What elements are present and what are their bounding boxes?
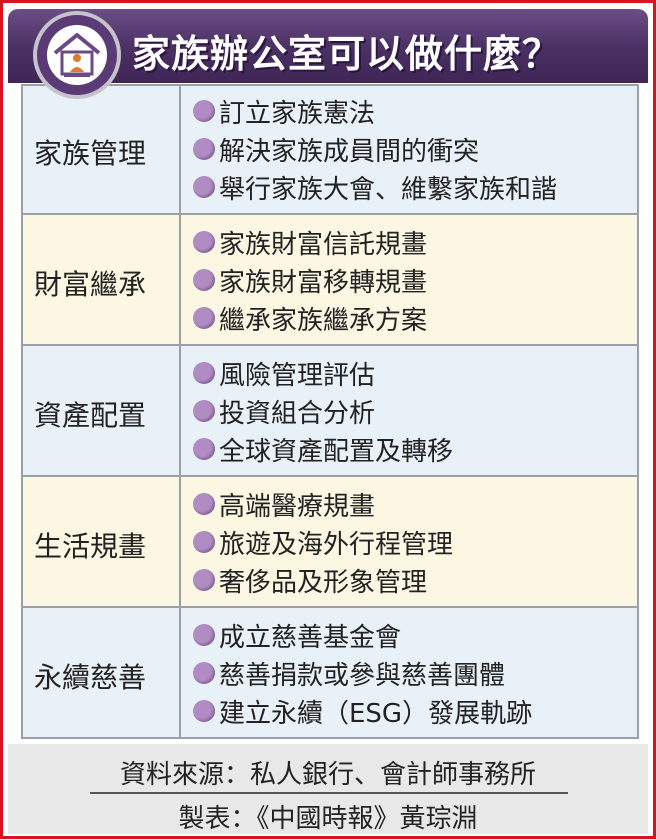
item-text: 家族財富移轉規畫 — [219, 267, 428, 298]
item-text: 繼承家族繼承方案 — [219, 305, 428, 336]
bullet-icon — [193, 176, 215, 198]
bullet-icon — [193, 307, 215, 329]
list-item: 家族財富移轉規畫 — [193, 261, 633, 299]
list-item: 建立永續（ESG）發展軌跡 — [193, 692, 633, 730]
category-cell: 生活規畫 — [21, 477, 181, 606]
bullet-icon — [193, 624, 215, 646]
list-item: 奢侈品及形象管理 — [193, 561, 633, 599]
list-item: 高端醫療規畫 — [193, 485, 633, 523]
bullet-icon — [193, 662, 215, 684]
bullet-icon — [193, 569, 215, 591]
item-list: 風險管理評估 投資組合分析 全球資產配置及轉移 — [193, 354, 633, 468]
category-label: 資產配置 — [34, 399, 147, 432]
bullet-icon — [193, 700, 215, 722]
category-label: 家族管理 — [34, 137, 147, 170]
list-item: 風險管理評估 — [193, 354, 633, 392]
item-text: 奢侈品及形象管理 — [219, 567, 428, 598]
footer-divider — [90, 792, 568, 794]
category-cell: 資產配置 — [21, 346, 181, 475]
category-label: 財富繼承 — [34, 268, 147, 301]
item-text: 慈善捐款或參與慈善團體 — [219, 660, 506, 691]
item-text: 全球資產配置及轉移 — [219, 436, 454, 467]
bullet-icon — [193, 400, 215, 422]
list-item: 全球資產配置及轉移 — [193, 430, 633, 468]
bullet-icon — [193, 269, 215, 291]
source-note: 資料來源：私人銀行、會計師事務所 — [119, 760, 536, 790]
item-text: 投資組合分析 — [219, 398, 376, 429]
category-label: 生活規畫 — [34, 530, 147, 563]
table-row: 家族管理 訂立家族憲法 解決家族成員間的衝突 舉行家族大會、維繫家族和諧 — [21, 84, 639, 215]
table-row: 資產配置 風險管理評估 投資組合分析 全球資產配置及轉移 — [21, 346, 639, 477]
item-list: 成立慈善基金會 慈善捐款或參與慈善團體 建立永續（ESG）發展軌跡 — [193, 616, 633, 730]
bullet-icon — [193, 100, 215, 122]
house-glyph — [53, 33, 101, 77]
item-text: 家族財富信託規畫 — [219, 229, 428, 260]
item-list: 訂立家族憲法 解決家族成員間的衝突 舉行家族大會、維繫家族和諧 — [193, 92, 633, 206]
item-text: 舉行家族大會、維繫家族和諧 — [219, 174, 558, 205]
item-list: 家族財富信託規畫 家族財富移轉規畫 繼承家族繼承方案 — [193, 223, 633, 337]
category-label: 永續慈善 — [34, 661, 147, 694]
footer: 資料來源：私人銀行、會計師事務所 製表：《中國時報》黃琮淵 — [8, 744, 648, 834]
bullet-icon — [193, 531, 215, 553]
category-cell: 財富繼承 — [21, 215, 181, 344]
table-row: 永續慈善 成立慈善基金會 慈善捐款或參與慈善團體 建立永續（ESG）發展軌跡 — [21, 608, 639, 739]
list-item: 慈善捐款或參與慈善團體 — [193, 654, 633, 692]
list-item: 成立慈善基金會 — [193, 616, 633, 654]
page-title: 家族辦公室可以做什麼？ — [132, 32, 562, 76]
item-text: 建立永續（ESG）發展軌跡 — [219, 698, 533, 729]
house-person-icon — [33, 11, 121, 99]
list-item: 解決家族成員間的衝突 — [193, 130, 633, 168]
list-item: 繼承家族繼承方案 — [193, 299, 633, 337]
item-text: 高端醫療規畫 — [219, 491, 376, 522]
item-text: 訂立家族憲法 — [219, 98, 376, 129]
bullet-icon — [193, 362, 215, 384]
item-text: 風險管理評估 — [219, 360, 376, 391]
list-item: 訂立家族憲法 — [193, 92, 633, 130]
category-cell: 永續慈善 — [21, 608, 181, 737]
list-item: 家族財富信託規畫 — [193, 223, 633, 261]
bullet-icon — [193, 138, 215, 160]
table-row: 財富繼承 家族財富信託規畫 家族財富移轉規畫 繼承家族繼承方案 — [21, 215, 639, 346]
bullet-icon — [193, 231, 215, 253]
category-cell: 家族管理 — [21, 84, 181, 213]
item-text: 解決家族成員間的衝突 — [219, 136, 480, 167]
list-item: 舉行家族大會、維繫家族和諧 — [193, 168, 633, 206]
credit-note: 製表：《中國時報》黃琮淵 — [178, 804, 478, 834]
bullet-icon — [193, 493, 215, 515]
list-item: 旅遊及海外行程管理 — [193, 523, 633, 561]
item-text: 旅遊及海外行程管理 — [219, 529, 454, 560]
list-item: 投資組合分析 — [193, 392, 633, 430]
item-text: 成立慈善基金會 — [219, 622, 402, 653]
item-list: 高端醫療規畫 旅遊及海外行程管理 奢侈品及形象管理 — [193, 485, 633, 599]
logo-inner — [47, 25, 107, 85]
table-row: 生活規畫 高端醫療規畫 旅遊及海外行程管理 奢侈品及形象管理 — [21, 477, 639, 608]
bullet-icon — [193, 438, 215, 460]
